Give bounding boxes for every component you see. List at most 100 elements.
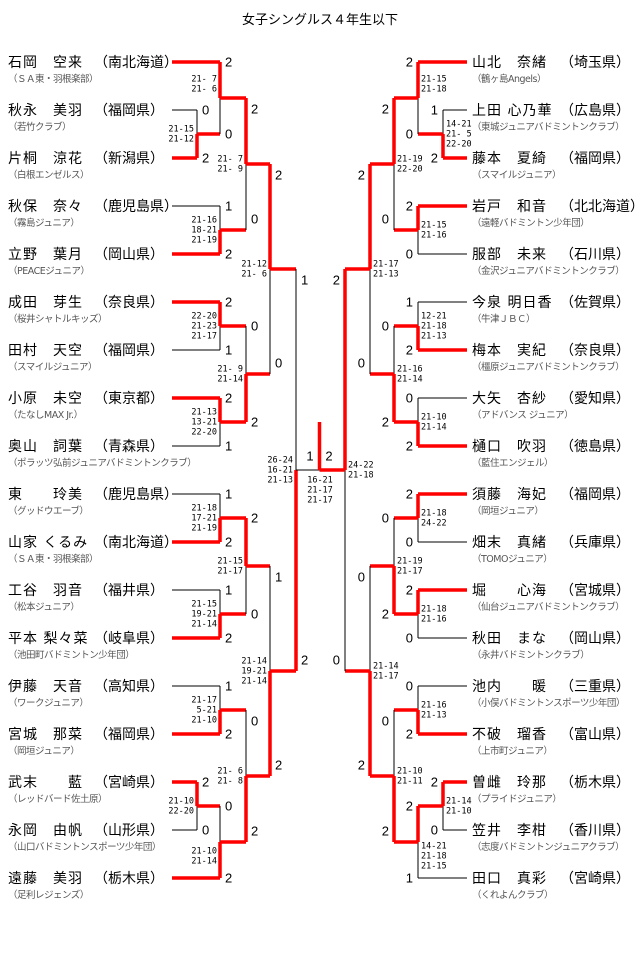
player-club: （東城ジュニアバドミントンクラブ）	[472, 122, 625, 133]
player-name: 秋田 まな	[472, 631, 547, 647]
player-entry: 秋永 美羽（福岡県）（若竹クラブ）	[0, 100, 640, 140]
game-count: 2	[225, 870, 232, 885]
game-count: 2	[358, 167, 365, 182]
game-count: 0	[406, 390, 413, 405]
set-score: 21-18	[191, 504, 217, 514]
game-count: 2	[333, 272, 340, 287]
set-score: 21-18	[421, 852, 447, 862]
set-score: 22-20	[191, 312, 217, 322]
player-club: （志度バドミントンジュニアクラブ）	[472, 842, 625, 853]
player-name: 山北 奈緒	[472, 55, 547, 71]
game-count: 0	[225, 798, 232, 813]
player-name: 大矢 杏紗	[472, 391, 547, 407]
player-prefecture: （石川県）	[560, 247, 630, 263]
player-prefecture: （愛知県）	[560, 391, 630, 407]
game-count: 0	[406, 678, 413, 693]
player-entry: 上田 心乃華（広島県）（東城ジュニアバドミントンクラブ）	[0, 100, 640, 140]
set-score: 17-21	[191, 514, 217, 524]
player-name: 今泉 明日香	[472, 295, 553, 311]
set-score: 21-19	[397, 557, 423, 567]
game-count: 0	[251, 713, 258, 728]
player-entry: 東 玲美（鹿児島県）（グッドウエーブ）	[0, 484, 640, 524]
player-club: （藍住エンジェル）	[472, 458, 554, 469]
player-prefecture: （栃木県）	[560, 775, 630, 791]
set-score: 21- 6	[191, 85, 217, 95]
player-prefecture: （奈良県）	[94, 295, 164, 311]
game-count: 0	[202, 822, 209, 837]
player-entry: 藤本 夏綺（福岡県）（スマイルジュニア）	[0, 148, 640, 188]
set-score: 21-18	[348, 471, 374, 481]
player-prefecture: （福井県）	[94, 583, 164, 599]
player-name: 梅本 実紀	[472, 343, 547, 359]
game-count: 0	[382, 510, 389, 525]
player-club: （上市町ジュニア）	[472, 746, 553, 757]
player-entry: 石岡 空来（南北海道）（ＳＡ東・羽根楽部）	[0, 52, 640, 92]
player-prefecture: （北北海道）	[560, 199, 640, 215]
player-prefecture: （徳島県）	[560, 439, 630, 455]
game-count: 0	[251, 211, 258, 226]
set-score: 21-10	[397, 767, 423, 777]
set-score: 21-13	[191, 408, 217, 418]
player-club: （岡垣ジュニア）	[472, 506, 544, 517]
player-prefecture: （兵庫県）	[560, 535, 630, 551]
set-score: 21-17	[217, 567, 243, 577]
player-prefecture: （栃木県）	[94, 871, 164, 887]
set-score: 21- 9	[217, 165, 243, 175]
player-club: （くれよんクラブ）	[472, 890, 554, 901]
player-club: （ワークジュニア）	[8, 698, 89, 709]
game-count: 0	[406, 534, 413, 549]
game-count: 2	[202, 774, 209, 789]
set-score: 21-13	[421, 332, 447, 342]
player-entry: 山北 奈緒（埼玉県）（鶴ヶ島Angels）	[0, 52, 640, 92]
game-count: 2	[225, 54, 232, 69]
game-count: 1	[301, 272, 308, 287]
player-entry: 池内 暖（三重県）（小俣バドミントンスポーツ少年団）	[0, 676, 640, 716]
set-score: 21-13	[373, 270, 399, 280]
set-score: 21- 6	[217, 767, 243, 777]
player-prefecture: （鹿児島県）	[94, 487, 178, 503]
player-entry: 岩戸 和音（北北海道）（遠軽バドミントン少年団）	[0, 196, 640, 236]
player-club: （スマイルジュニア）	[8, 362, 98, 373]
player-entry: 奥山 詞葉（青森県）（ポラッツ弘前ジュニアバドミントンクラブ）	[0, 436, 640, 476]
player-club: （若竹クラブ）	[8, 122, 72, 133]
set-score: 21-10	[191, 716, 217, 726]
set-score: 21-10	[191, 847, 217, 857]
player-name: 須藤 海妃	[472, 487, 547, 503]
player-club: （スマイルジュニア）	[472, 170, 562, 181]
player-club: （仙台ジュニアバドミントンクラブ）	[472, 602, 625, 613]
set-score: 21- 6	[241, 270, 267, 280]
player-club: （橿原ジュニアバドミントンクラブ）	[472, 362, 625, 373]
player-entry: 田口 真彩（宮崎県）（くれよんクラブ）	[0, 868, 640, 908]
player-prefecture: （東京都）	[94, 391, 164, 407]
set-score: 16-21	[267, 466, 293, 476]
set-score: 21-16	[191, 216, 217, 226]
game-count: 0	[382, 318, 389, 333]
set-score: 21-10	[421, 413, 447, 423]
game-count: 2	[225, 390, 232, 405]
player-prefecture: （佐賀県）	[560, 295, 630, 311]
game-count: 0	[275, 355, 282, 370]
game-count: 2	[406, 54, 413, 69]
game-count: 2	[406, 726, 413, 741]
set-score: 13-21	[191, 418, 217, 428]
player-name: 成田 芽生	[8, 295, 83, 311]
player-club: （ポラッツ弘前ジュニアバドミントンクラブ）	[8, 458, 197, 469]
player-entry: 服部 未来（石川県）（金沢ジュニアバドミントンクラブ）	[0, 244, 640, 284]
game-count: 0	[406, 126, 413, 141]
set-score: 21-18	[421, 509, 447, 519]
game-count: 0	[358, 569, 365, 584]
game-count: 0	[202, 102, 209, 117]
player-name: 片桐 涼花	[8, 151, 83, 167]
player-name: 石岡 空来	[8, 55, 83, 71]
game-count: 2	[382, 823, 389, 838]
set-score: 21- 5	[446, 130, 472, 140]
set-score: 24-22	[421, 519, 447, 529]
player-name: 岩戸 和音	[472, 199, 547, 215]
set-score: 21-12	[241, 260, 267, 270]
player-prefecture: （三重県）	[560, 679, 630, 695]
player-name: 田村 天空	[8, 343, 83, 359]
game-count: 2	[275, 167, 282, 182]
player-name: 上田 心乃華	[472, 103, 553, 119]
set-score: 14-21	[421, 842, 447, 852]
set-score: 22-20	[191, 428, 217, 438]
